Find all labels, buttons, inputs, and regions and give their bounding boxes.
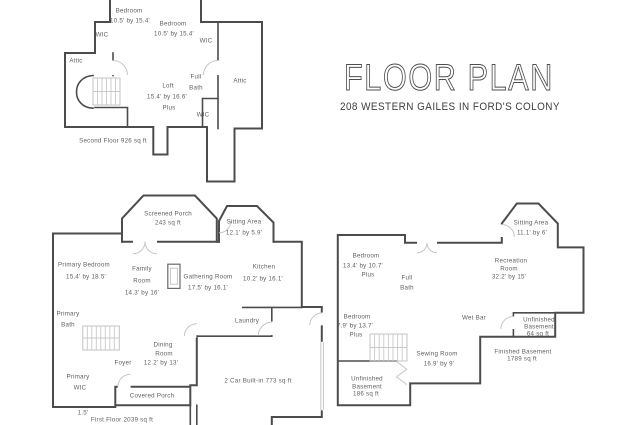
room-label: WIC <box>95 31 109 39</box>
door-arc <box>309 312 322 326</box>
room-dims: 15.4' by 16.6' <box>147 93 187 101</box>
room-dims: 10.2' by 16.1' <box>243 275 283 283</box>
room-dims: 12.1' by 5.9' <box>225 229 263 237</box>
room-dims: Plus <box>361 271 375 279</box>
room-label: Bedroom <box>115 7 143 15</box>
second-floor-plan <box>64 0 263 183</box>
area-label: Second Floor 926 sq ft <box>79 137 147 145</box>
room-label: Primary Bedroom <box>58 261 110 269</box>
room-dims: 7.9' by 13.7' <box>336 322 374 330</box>
room-label: Primary <box>56 310 80 318</box>
room-label: Foyer <box>114 359 132 367</box>
room-label: Unfinished <box>523 316 555 324</box>
bifold-door <box>395 361 408 386</box>
room-label: Gathering Room <box>183 273 233 281</box>
stairs-first-floor <box>82 325 120 351</box>
stairs-second-floor <box>92 77 121 106</box>
room-label: Full <box>401 274 413 282</box>
room-label: Bath <box>61 321 75 329</box>
covered-porch-outline <box>114 385 192 407</box>
title-block: FLOOR PLAN 208 WESTERN GAILES IN FORD'S … <box>340 57 560 114</box>
door-arc <box>501 224 515 238</box>
room-dims: 10.5' by 15.4' <box>154 30 194 38</box>
room-dims: 11.1' by 6' <box>516 229 548 237</box>
room-label: Room <box>500 265 518 273</box>
room-label: WIC <box>73 384 87 392</box>
area-label: Finished Basement <box>494 348 552 356</box>
room-dims: 14.3' by 16' <box>124 289 160 297</box>
door-arc <box>500 316 514 330</box>
room-label: Basement <box>352 383 382 391</box>
room-label: Recreation <box>494 257 528 265</box>
room-label: Dining <box>153 341 173 349</box>
room-label: Kitchen <box>252 263 276 271</box>
room-label: Covered Porch <box>129 392 175 400</box>
page-subtitle: 208 WESTERN GAILES IN FORD'S COLONY <box>340 101 560 113</box>
room-label: Family <box>132 265 152 273</box>
door-arc <box>257 321 272 336</box>
room-label: Basement <box>524 323 554 331</box>
sitting-bay-outline <box>218 205 275 243</box>
room-label: Screened Porch <box>144 210 192 218</box>
room-label: Bath <box>189 84 203 92</box>
basement-plan <box>336 202 585 407</box>
room-dims: 64 sq ft <box>526 330 550 338</box>
door-arc <box>416 242 438 254</box>
door-arc <box>117 373 131 387</box>
door-arc <box>132 241 158 255</box>
room-label: 2 Car Built-in 773 sq ft <box>224 377 292 385</box>
room-label: Room <box>155 350 173 358</box>
room-label: Bedroom <box>343 313 371 321</box>
room-label: Laundry <box>234 317 260 325</box>
room-label: Room <box>133 277 151 285</box>
room-dims: 17.5' by 16.1' <box>188 284 228 292</box>
room-label: Attic <box>233 77 247 85</box>
room-label: Sitting Area <box>513 219 549 227</box>
door-arc <box>112 60 128 76</box>
fireplace <box>167 263 181 290</box>
dimension-label: 1.5' <box>77 409 89 417</box>
room-label: Loft <box>162 82 174 90</box>
room-label: WIC <box>199 37 213 45</box>
room-dims: Plus <box>349 331 363 339</box>
door-arc <box>218 220 232 234</box>
room-dims: 13.4' by 10.7' <box>343 262 383 270</box>
room-label: Attic <box>69 57 83 65</box>
room-label: WIC <box>196 111 210 119</box>
room-dims: 32.2' by 15' <box>491 273 527 281</box>
room-label: Bath <box>400 284 414 292</box>
area-label: 1789 sq ft <box>507 355 537 363</box>
room-label: Primary <box>66 373 90 381</box>
area-label: First Floor 2039 sq ft <box>90 416 154 424</box>
door-arc <box>183 323 197 337</box>
garage-door <box>320 342 324 410</box>
room-label: Wet Bar <box>462 314 486 322</box>
room-label: Full <box>190 73 202 81</box>
room-dims: 12.2' by 13' <box>143 359 179 367</box>
room-label: Unfinished <box>351 375 383 383</box>
room-label: Sewing Room <box>416 350 458 358</box>
stairs-basement <box>369 333 408 362</box>
door-arc <box>203 60 219 76</box>
room-dims: 243 sq ft <box>155 219 181 227</box>
room-label: Sitting Area <box>226 218 262 226</box>
room-dims: 15.4' by 18.5' <box>66 273 106 281</box>
first-floor-plan <box>52 194 324 425</box>
room-dims: 186 sq ft <box>353 390 379 398</box>
room-label: Bedroom <box>159 20 187 28</box>
screened-porch-outline <box>121 194 218 243</box>
room-dims: Plus <box>162 104 176 112</box>
room-label: Bedroom <box>352 252 380 260</box>
page-title: FLOOR PLAN <box>344 57 554 98</box>
room-dims: 16.9' by 9' <box>423 360 455 368</box>
room-dims: 10.5' by 15.4' <box>110 17 150 25</box>
